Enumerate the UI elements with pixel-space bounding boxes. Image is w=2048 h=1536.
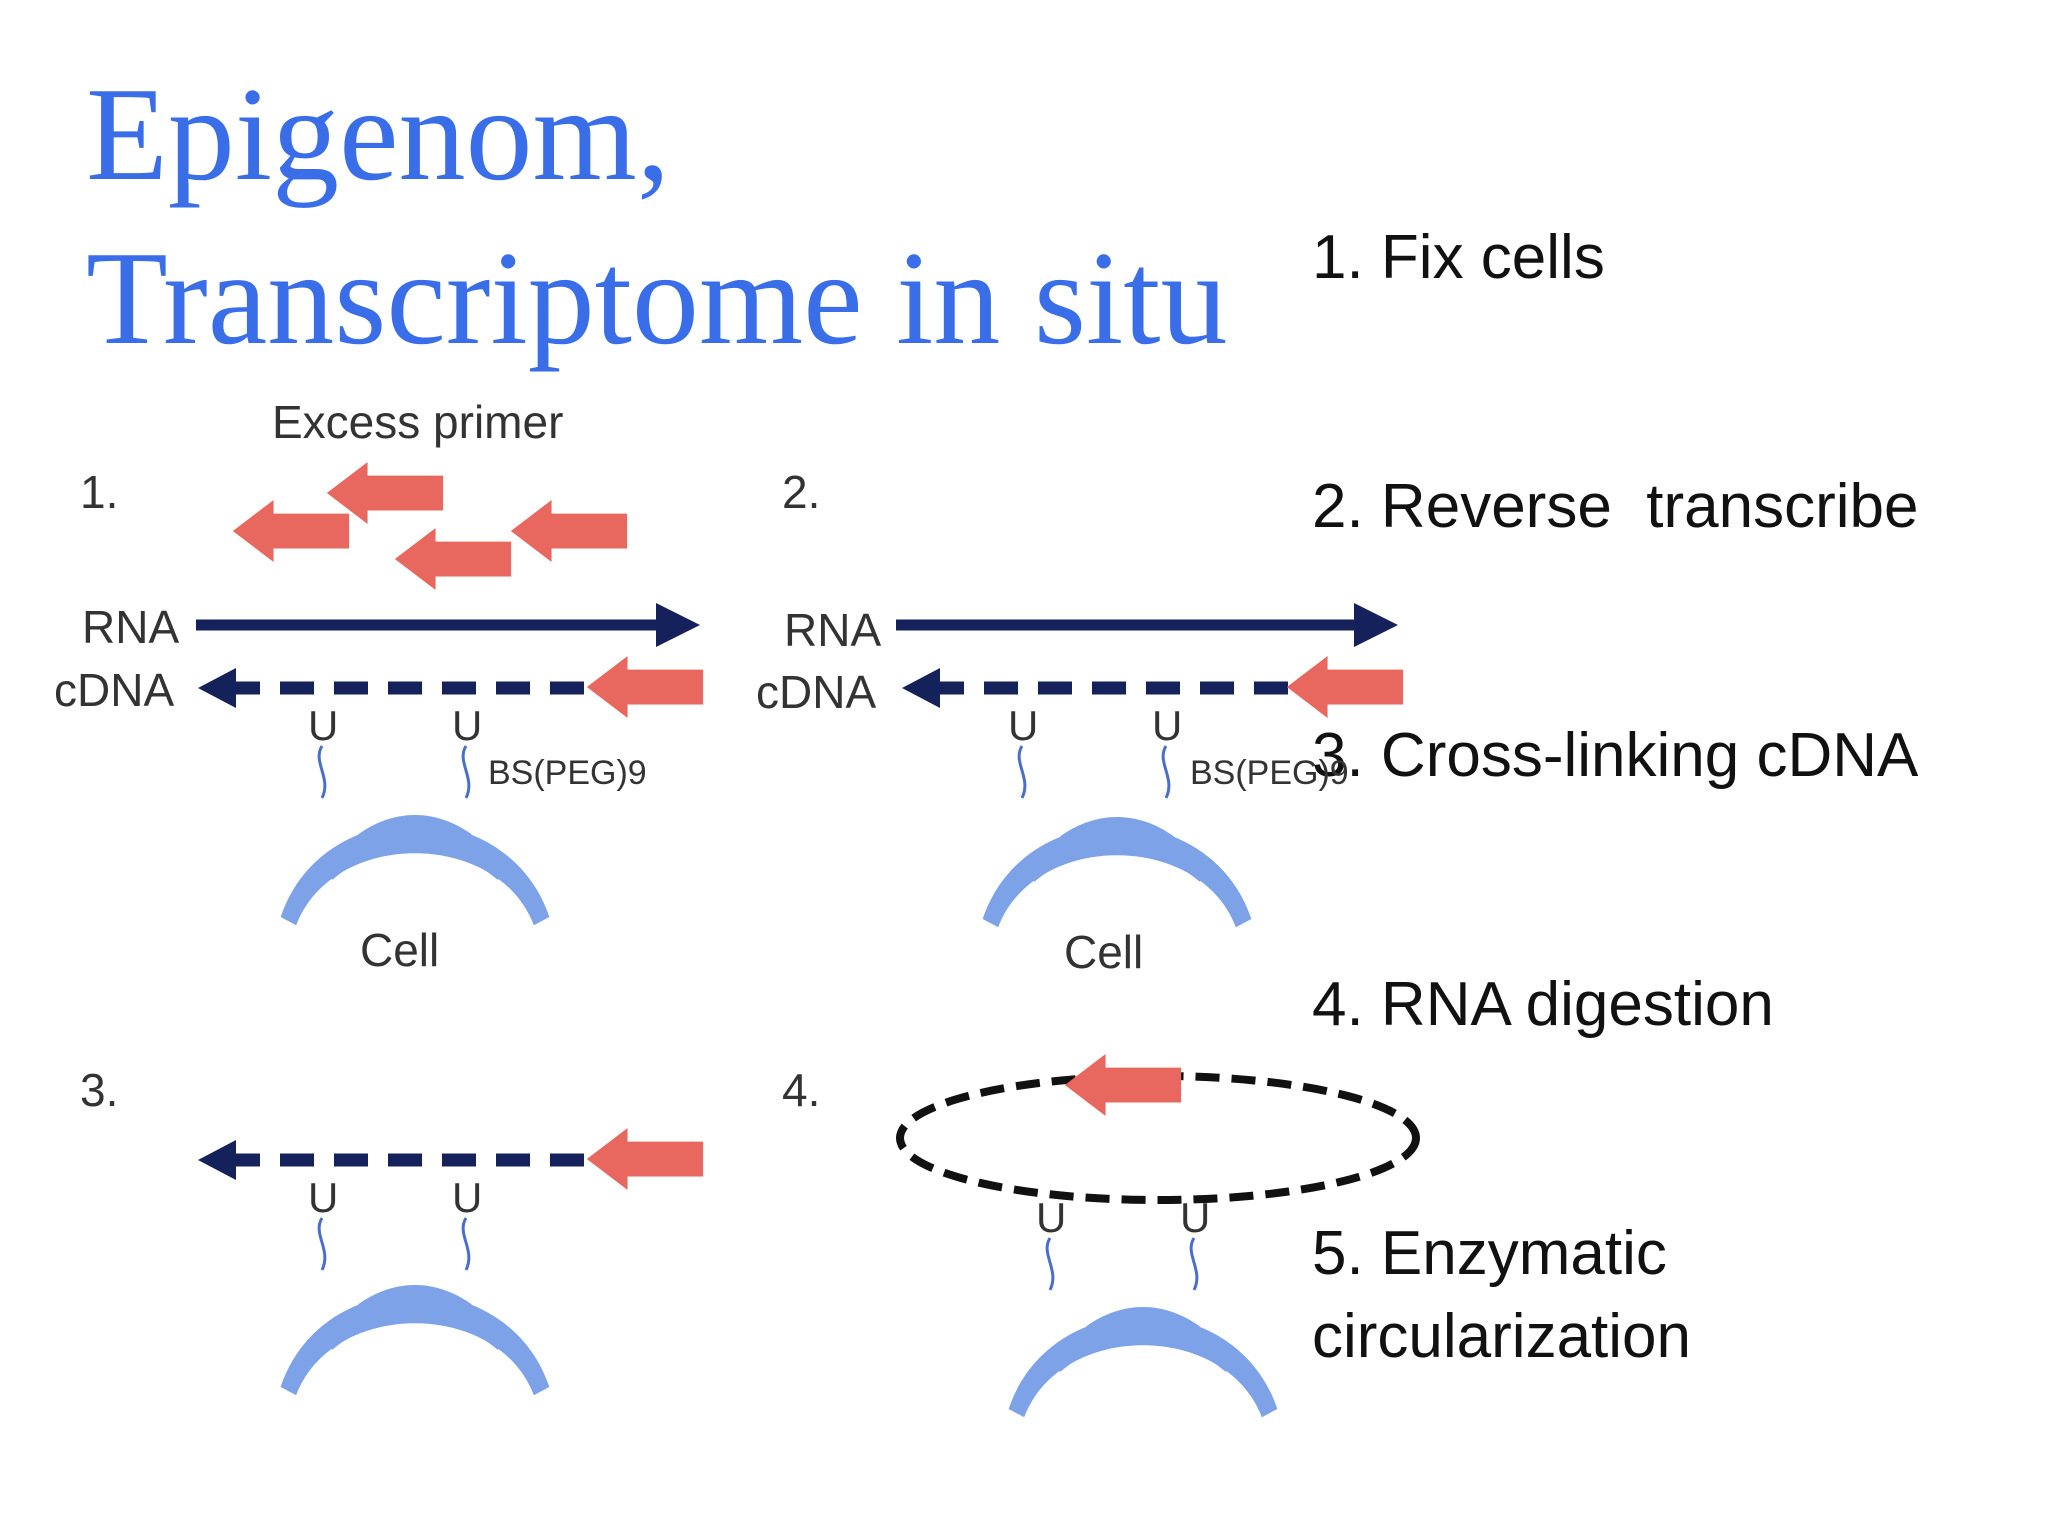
cdna-label: cDNA [756, 666, 876, 718]
cell-label: Cell [1064, 926, 1143, 978]
panel-1-number: 1. [80, 466, 118, 518]
panel-2-number: 2. [782, 466, 820, 518]
primer-arrow [1286, 656, 1404, 718]
cell-label: Cell [360, 924, 439, 976]
uracil-label: U [308, 1174, 338, 1221]
cell-membrane-shape [982, 816, 1252, 928]
crosslinker-tether [1045, 1237, 1055, 1291]
cdna-strand-arrow [198, 1140, 590, 1180]
panel-4-number: 4. [782, 1064, 820, 1116]
excess-primer-label: Excess primer [272, 396, 563, 448]
step-item: 1. Fix cells [1312, 223, 1605, 292]
step-item: 4. RNA digestion [1312, 970, 1774, 1039]
crosslinker-label: BS(PEG)9 [1190, 754, 1349, 792]
crosslinker-tether [461, 1217, 471, 1271]
rna-label: RNA [784, 604, 881, 656]
panel-1: 1. Excess primer RNA cDNA U U BS(PEG)9 C… [54, 396, 704, 976]
slide-title: Epigenom, Transcriptome in situ [86, 52, 1228, 380]
rna-strand-arrow [196, 603, 700, 647]
primer-arrow [586, 656, 704, 718]
uracil-label: U [1180, 1194, 1210, 1241]
panel-4: 4. U U [782, 1054, 1420, 1418]
panel-2: 2. RNA cDNA U U BS(PEG)9 Cell [756, 466, 1404, 978]
title-line-2: Transcriptome in situ [86, 224, 1228, 372]
uracil-label: U [1036, 1194, 1066, 1241]
step-item: 5. Enzymatic circularization [1312, 1219, 1692, 1371]
cdna-label: cDNA [54, 664, 174, 716]
cell-membrane-shape [280, 814, 550, 926]
uracil-label: U [308, 702, 338, 749]
primer-arrow [586, 1128, 704, 1190]
uracil-label: U [1152, 702, 1182, 749]
crosslinker-label: BS(PEG)9 [488, 754, 647, 792]
crosslinker-tether [1161, 745, 1171, 799]
uracil-label: U [452, 1174, 482, 1221]
panel-3-number: 3. [80, 1064, 118, 1116]
cdna-strand-arrow [198, 668, 590, 708]
rna-strand-arrow [896, 603, 1398, 647]
rna-label: RNA [82, 601, 179, 653]
step-item: 2. Reverse transcribe [1312, 472, 1919, 541]
uracil-label: U [1008, 702, 1038, 749]
primer-arrow [394, 528, 512, 590]
primer-arrow [1064, 1054, 1182, 1116]
uracil-label: U [452, 702, 482, 749]
panel-3: 3. U U [80, 1064, 704, 1396]
crosslinker-tether [1017, 745, 1027, 799]
crosslinker-tether [317, 745, 327, 799]
protocol-steps-list: 1. Fix cells 2. Reverse transcribe 3. Cr… [1312, 50, 1918, 1461]
primer-arrow [232, 500, 350, 562]
cell-membrane-shape [1008, 1306, 1278, 1418]
crosslinker-tether [317, 1217, 327, 1271]
primer-arrow [510, 500, 628, 562]
crosslinker-tether [461, 745, 471, 799]
circularized-cdna-loop [896, 1072, 1420, 1204]
step-item: 3. Cross-linking cDNA [1312, 721, 1919, 790]
cell-membrane-shape [280, 1284, 550, 1396]
title-line-1: Epigenom, [86, 60, 671, 208]
cdna-strand-arrow [902, 668, 1290, 708]
crosslinker-tether [1189, 1237, 1199, 1291]
